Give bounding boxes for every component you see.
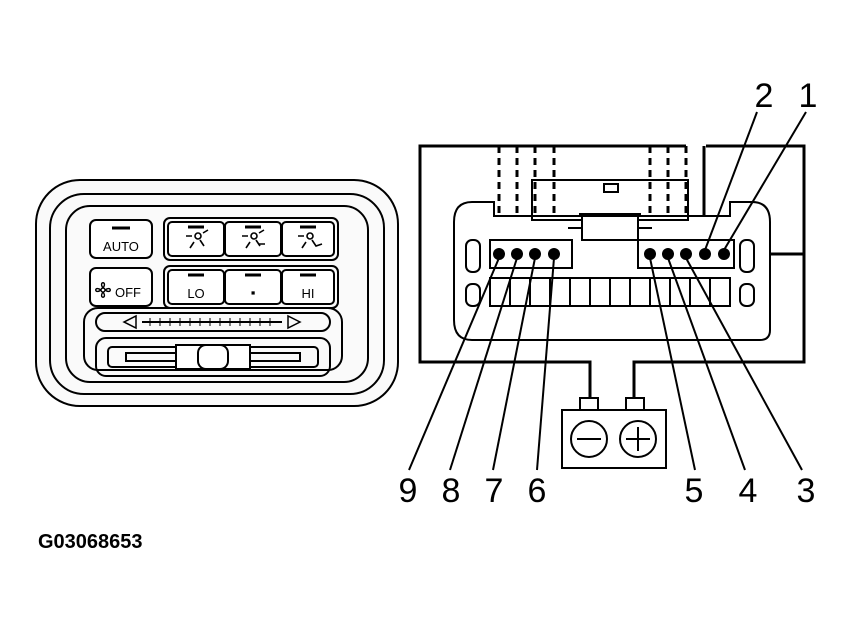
- pin-label-8: 8: [442, 472, 461, 510]
- pin-3-terminal: [680, 248, 692, 260]
- dashed-harness-wires: [497, 146, 688, 244]
- scale-left-arrow-icon: [122, 314, 137, 330]
- temperature-scale-strip: [95, 312, 331, 332]
- hi-button[interactable]: [281, 269, 335, 305]
- pin-label-4: 4: [739, 472, 758, 510]
- terminal-pins: [493, 248, 730, 260]
- panel-face: [65, 205, 369, 383]
- pin-label-5: 5: [685, 472, 704, 510]
- face-vent-icon: [186, 229, 209, 249]
- fan-icon: [95, 282, 111, 298]
- pin-label-9: 9: [399, 472, 418, 510]
- pin-label-2: 2: [755, 77, 774, 115]
- mode-button-group: [163, 217, 339, 261]
- pin-label-1: 1: [799, 77, 818, 115]
- pin-leader-lines: [408, 111, 807, 471]
- auto-button-label: AUTO: [103, 239, 139, 254]
- power-wire: [632, 144, 806, 410]
- bi-level-icon: [242, 229, 265, 249]
- connector-key: [581, 215, 639, 241]
- pin-1-terminal: [718, 248, 730, 260]
- right-guide-slot: [739, 239, 755, 273]
- scale-graduations: [142, 318, 282, 326]
- mid-button-label: ▪: [251, 285, 256, 300]
- ground-wire: [418, 144, 686, 410]
- slider-housing: [95, 337, 331, 377]
- temperature-slider-knob[interactable]: [175, 344, 251, 370]
- foot-vent-icon: [298, 232, 323, 249]
- scale-right-arrow-icon: [287, 314, 302, 330]
- lower-pin-row-dividers: [509, 278, 711, 306]
- battery-negative-post: [579, 397, 599, 411]
- pin-7-terminal: [529, 248, 541, 260]
- panel-inner-bezel: [49, 193, 385, 395]
- auto-button[interactable]: [89, 219, 153, 259]
- pin-5-terminal: [644, 248, 656, 260]
- lo-button-label: LO: [187, 286, 204, 301]
- fan-off-button-label: OFF: [115, 285, 141, 300]
- pin-9-terminal: [493, 248, 505, 260]
- minus-icon: [570, 420, 608, 458]
- fan-off-button[interactable]: [89, 267, 153, 307]
- hi-button-label: HI: [302, 286, 315, 301]
- pin-4-terminal: [662, 248, 674, 260]
- plus-icon: [619, 420, 657, 458]
- pin-8-terminal: [511, 248, 523, 260]
- climate-control-panel: [35, 179, 399, 407]
- battery: [561, 397, 667, 469]
- figure-code: G03068653: [38, 531, 143, 553]
- latch-tab: [603, 183, 619, 193]
- pin-label-7: 7: [485, 472, 504, 510]
- pin-label-3: 3: [797, 472, 816, 510]
- pin-6-terminal: [548, 248, 560, 260]
- pin-label-6: 6: [528, 472, 547, 510]
- battery-positive-post: [625, 397, 645, 411]
- pin-2-terminal: [699, 248, 711, 260]
- left-guide-slot: [465, 239, 481, 273]
